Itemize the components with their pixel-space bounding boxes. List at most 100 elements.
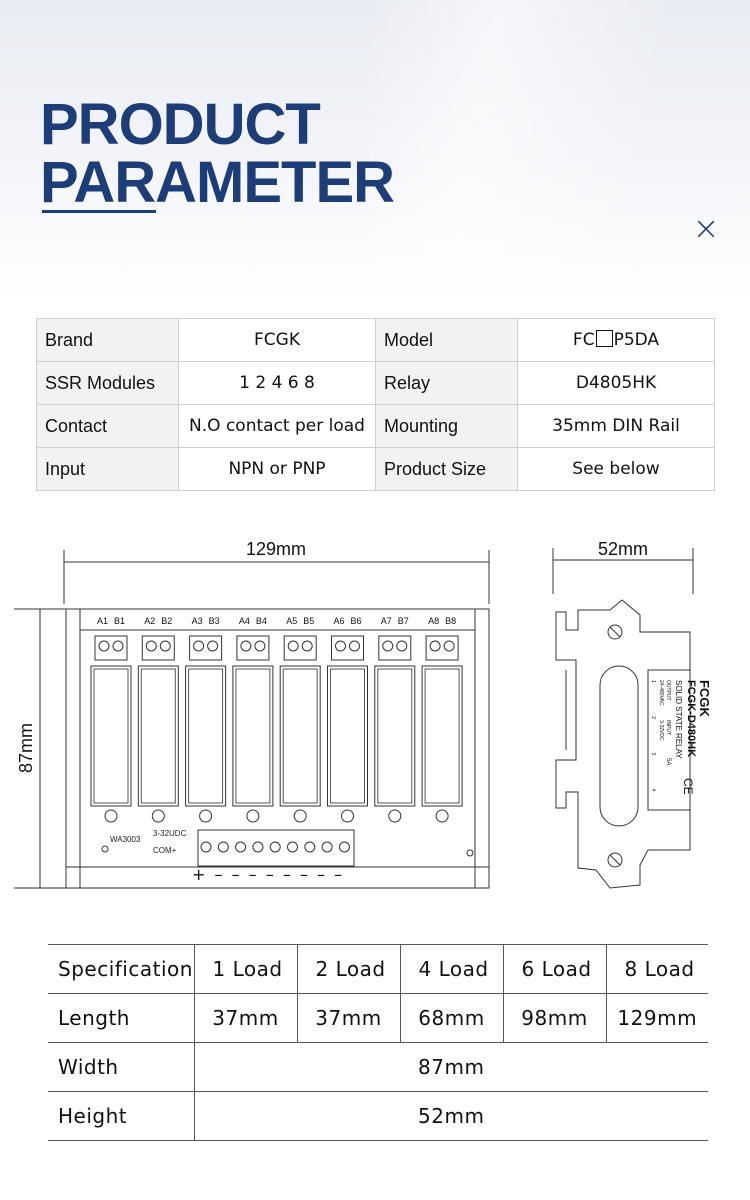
spec-header-cell: 8 Load [605, 944, 708, 994]
terminal-screw [443, 640, 455, 652]
output-terminal [425, 635, 459, 661]
input-terminal-screw [287, 841, 298, 853]
relay-module [327, 665, 368, 807]
output-terminal [378, 635, 412, 661]
spec-cell: 98mm [502, 993, 606, 1043]
spec-row-label: Height [48, 1091, 194, 1141]
input-terminal-screw [338, 841, 350, 853]
output-terminal [189, 635, 223, 661]
side-pin-numbers: 1 2 3 4 [650, 680, 656, 807]
com-label: COM+ [153, 846, 177, 855]
terminal-screw [382, 640, 394, 652]
side-output-label: OUTPUT [665, 680, 671, 701]
status-led [341, 809, 354, 823]
terminal-screw [159, 640, 171, 652]
page-title-line-2: PARAMETER [40, 150, 395, 215]
spec-cell: 37mm [193, 993, 297, 1043]
terminal-screw [301, 640, 313, 652]
channel-label: B2 [161, 616, 172, 626]
input-terminal-screw [269, 841, 281, 853]
relay-module-face [282, 668, 318, 804]
channel-label: B6 [351, 616, 362, 626]
channel-label: B8 [445, 616, 456, 626]
terminal-screw [396, 640, 408, 652]
relay-module [232, 665, 274, 807]
spec-cell: 87mm [193, 1042, 708, 1092]
input-terminal-screw [252, 841, 264, 853]
relay-module [90, 665, 132, 807]
relay-module [185, 665, 227, 807]
height-dimension-label: 87mm [16, 723, 36, 773]
terminal-screw [145, 640, 157, 652]
close-icon[interactable]: × [692, 209, 720, 247]
status-led [246, 809, 260, 823]
terminal-screw [112, 640, 124, 652]
param-value: N.O contact per load [178, 404, 376, 448]
side-width-dimension-label: 52mm [598, 539, 648, 559]
side-current-label: 5A [665, 758, 671, 765]
spec-cell: 129mm [605, 993, 708, 1043]
relay-module-face [330, 668, 365, 804]
param-label: Input [36, 447, 179, 491]
side-brand-label: FCGK [697, 680, 712, 717]
side-model-label: FCGK-D480HK [685, 680, 697, 757]
width-dimension-label: 129mm [246, 539, 306, 559]
terminal-screw [287, 640, 299, 652]
param-value: 35mm DIN Rail [517, 404, 715, 448]
side-input-range: 3-32VDC [658, 720, 664, 741]
status-led [151, 809, 165, 823]
board-code: WA3003 [110, 835, 141, 844]
param-label: Mounting [375, 404, 518, 448]
channel-label: A3 [192, 616, 203, 626]
terminal-screw [98, 640, 110, 652]
channel-label: A6 [334, 616, 345, 626]
spec-header-cell: Specification [48, 944, 194, 994]
relay-module-face [377, 668, 413, 804]
spec-row-height: Height 52mm [48, 1091, 708, 1141]
relay-module-face [424, 668, 460, 804]
param-label: Model [375, 318, 518, 362]
input-voltage-label: 3-32UDC [153, 829, 187, 838]
model-placeholder-box [595, 330, 613, 347]
output-terminal [141, 635, 175, 661]
terminal-screw [240, 640, 252, 652]
input-terminal-screw [235, 841, 247, 853]
param-row-input: Input NPN or PNP Product Size See below [36, 447, 715, 491]
status-led [435, 809, 449, 823]
spec-row-length: Length 37mm 37mm 68mm 98mm 129mm [48, 993, 708, 1043]
terminal-screw [335, 640, 346, 652]
param-row-modules: SSR Modules 1 2 4 6 8 Relay D4805HK [36, 361, 715, 405]
param-label: Contact [36, 404, 179, 448]
spec-row-label: Length [48, 993, 194, 1043]
spec-header-cell: 6 Load [502, 944, 606, 994]
relay-module-face [140, 668, 176, 804]
status-led [199, 809, 213, 823]
specification-table: Specification 1 Load 2 Load 4 Load 6 Loa… [48, 944, 708, 1141]
output-terminal [94, 635, 128, 661]
status-led [388, 809, 402, 823]
channel-label: A8 [428, 616, 439, 626]
param-row-contact: Contact N.O contact per load Mounting 35… [36, 404, 715, 448]
param-label: SSR Modules [36, 361, 179, 405]
param-value: NPN or PNP [178, 447, 376, 491]
terminal-screw [429, 640, 441, 652]
terminal-screw [254, 640, 266, 652]
channel-label: B7 [398, 616, 409, 626]
side-type-label: SOLID STATE RELAY [674, 680, 683, 759]
channel-label: A5 [286, 616, 297, 626]
relay-module-face [93, 668, 129, 804]
param-value: See below [517, 447, 715, 491]
spec-cell: 52mm [193, 1091, 708, 1141]
output-terminal [331, 635, 364, 661]
relay-module [421, 665, 463, 807]
spec-row-width: Width 87mm [48, 1042, 708, 1092]
input-terminal-screw [321, 841, 333, 853]
input-terminal-screw [217, 841, 229, 853]
status-led [293, 809, 307, 823]
model-suffix: P5DA [613, 330, 660, 350]
channel-label: B4 [256, 616, 267, 626]
